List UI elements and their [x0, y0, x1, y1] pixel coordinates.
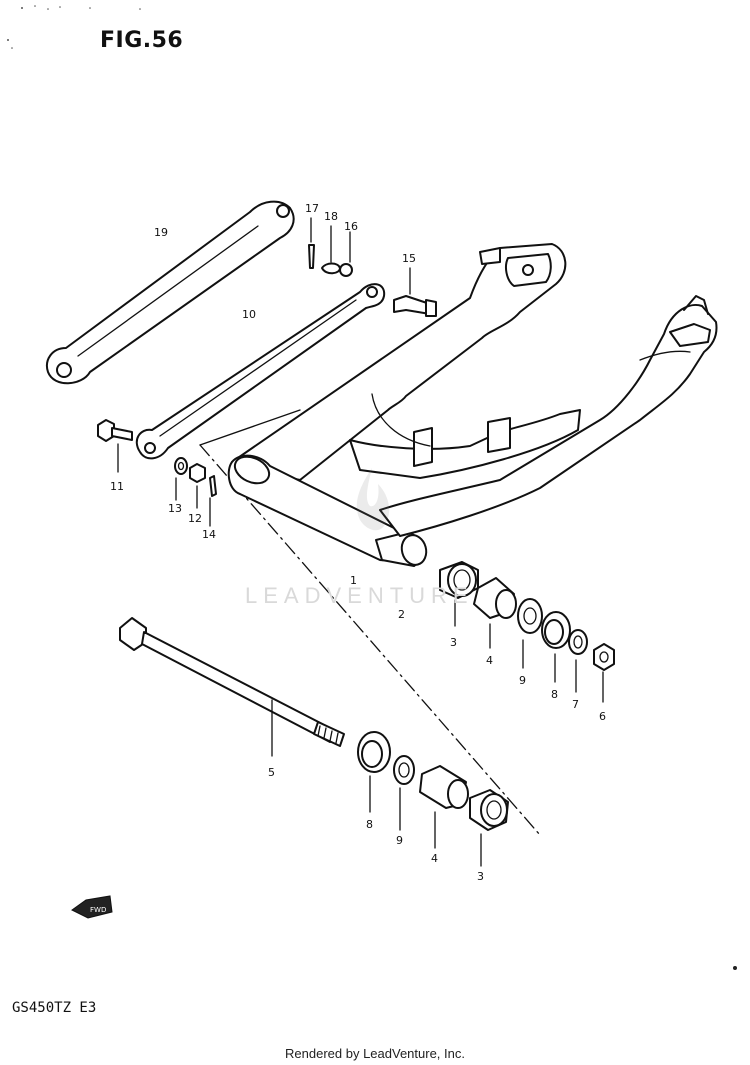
part-15-bolt [393, 267, 437, 317]
callout-5: 5 [268, 766, 275, 779]
model-code: GS450TZ E3 [12, 1000, 97, 1016]
part-4-spacer [473, 577, 517, 649]
callout-3-right: 3 [450, 636, 457, 649]
rendered-by-footer: Rendered by LeadVenture, Inc. [285, 1046, 465, 1061]
part-9-washer-lower [393, 755, 415, 831]
callout-8-right: 8 [551, 688, 558, 701]
callout-16: 16 [344, 220, 358, 233]
callout-19: 19 [154, 226, 168, 239]
callout-2: 2 [398, 608, 405, 621]
callout-17: 17 [305, 202, 319, 215]
callout-1: 1 [350, 574, 357, 587]
part-3-needle-bearing-lower [469, 789, 509, 867]
callout-12: 12 [188, 512, 202, 525]
part-5-pivot-shaft [119, 617, 345, 757]
callout-15: 15 [402, 252, 416, 265]
part-6-nut [593, 643, 615, 703]
part-9-washer [517, 598, 543, 669]
callout-4-lower: 4 [431, 852, 438, 865]
svg-text:FWD: FWD [90, 906, 106, 914]
callout-10: 10 [242, 308, 256, 321]
figure-title: FIG.56 [100, 28, 184, 53]
callout-11: 11 [110, 480, 124, 493]
assembly-guide-lines [199, 409, 541, 836]
part-11-bolt [97, 419, 133, 473]
callout-7: 7 [572, 698, 579, 711]
flame-logo-icon [356, 468, 390, 531]
part-19-torque-link [46, 200, 295, 385]
parts-12-13-14-hardware [174, 457, 217, 527]
callout-4-right: 4 [486, 654, 493, 667]
part-1-swing-arm [227, 243, 718, 567]
callout-labels: 19 17 18 16 15 10 11 13 12 14 1 2 3 4 9 … [110, 202, 606, 883]
scan-speckles [7, 5, 737, 970]
callout-9-right: 9 [519, 674, 526, 687]
callout-18: 18 [324, 210, 338, 223]
callout-13: 13 [168, 502, 182, 515]
part-8-seal-lower [357, 731, 391, 813]
callout-6: 6 [599, 710, 606, 723]
callout-9-lower: 9 [396, 834, 403, 847]
parts-16-17-18-hardware [308, 217, 353, 277]
part-7-washer [568, 629, 588, 693]
part-8-seal [541, 611, 571, 683]
callout-3-lower: 3 [477, 870, 484, 883]
leadventure-watermark: LEADVENTURE [245, 583, 474, 608]
part-10-link-rod [135, 283, 386, 460]
callout-8-lower: 8 [366, 818, 373, 831]
front-arrow-icon: FWD [71, 895, 113, 919]
part-4-spacer-lower [419, 765, 469, 849]
callout-14: 14 [202, 528, 216, 541]
